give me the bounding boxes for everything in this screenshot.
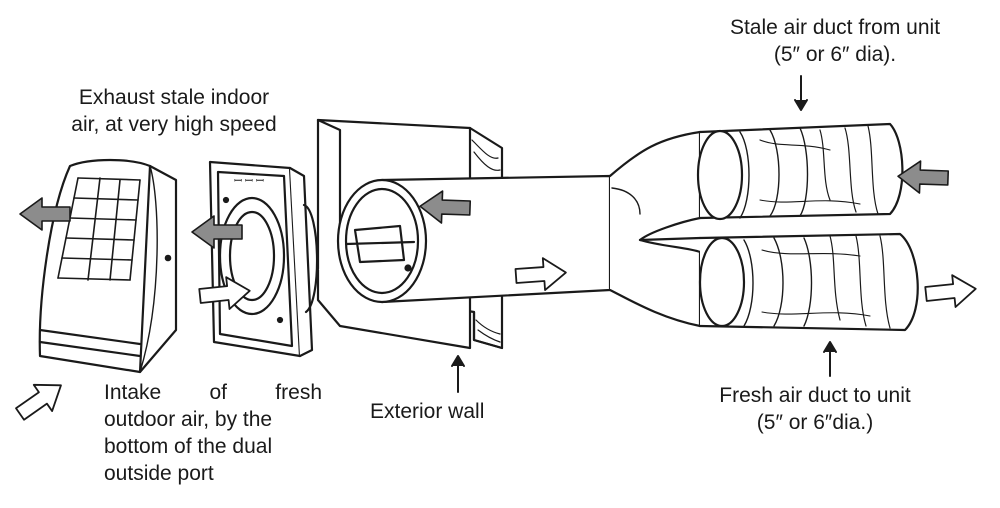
mounting-plate: ꟷ ꟷ ꟷ (208, 160, 319, 358)
label-stale-line1: Stale air duct from unit (729, 16, 941, 39)
label-stale-air-duct: Stale air duct from unit (5″ or 6″ dia). (690, 14, 980, 68)
intake-arrow-bottom (9, 371, 72, 429)
label-fresh-line1: Fresh air duct to unit (719, 384, 911, 407)
svg-text:ꟷ ꟷ ꟷ: ꟷ ꟷ ꟷ (234, 176, 264, 187)
fresh-air-duct (698, 232, 919, 332)
label-exterior-wall: Exterior wall (370, 400, 485, 423)
stale-air-duct (696, 122, 904, 221)
label-fresh-air-duct: Fresh air duct to unit (5″ or 6″dia.) (680, 382, 950, 436)
label-intake-line2: outdoor air, by the (104, 408, 273, 431)
label-exhaust-line1: Exhaust stale indoor (78, 86, 270, 109)
label-fresh-line2: (5″ or 6″dia.) (756, 411, 874, 434)
exterior-hood (38, 158, 178, 374)
y-junction (608, 130, 702, 328)
label-exhaust-line2: air, at very high speed (71, 113, 277, 136)
label-intake-line4: outside port (104, 462, 214, 485)
label-intake-line1: Intake of fresh (104, 381, 322, 404)
label-intake-fresh-air: Intake of fresh outdoor air, by the bott… (104, 379, 322, 487)
central-pipe (336, 174, 612, 304)
pointer-stale-duct (794, 75, 808, 111)
fresh-outflow-arrow (923, 271, 979, 312)
pointer-exterior-wall (451, 355, 465, 393)
pointer-fresh-duct (823, 341, 837, 377)
label-exhaust-stale-air: Exhaust stale indoor air, at very high s… (44, 84, 304, 138)
stale-inflow-arrow (896, 159, 950, 196)
label-stale-line2: (5″ or 6″ dia). (773, 43, 897, 66)
label-intake-line3: bottom of the dual (104, 435, 273, 458)
